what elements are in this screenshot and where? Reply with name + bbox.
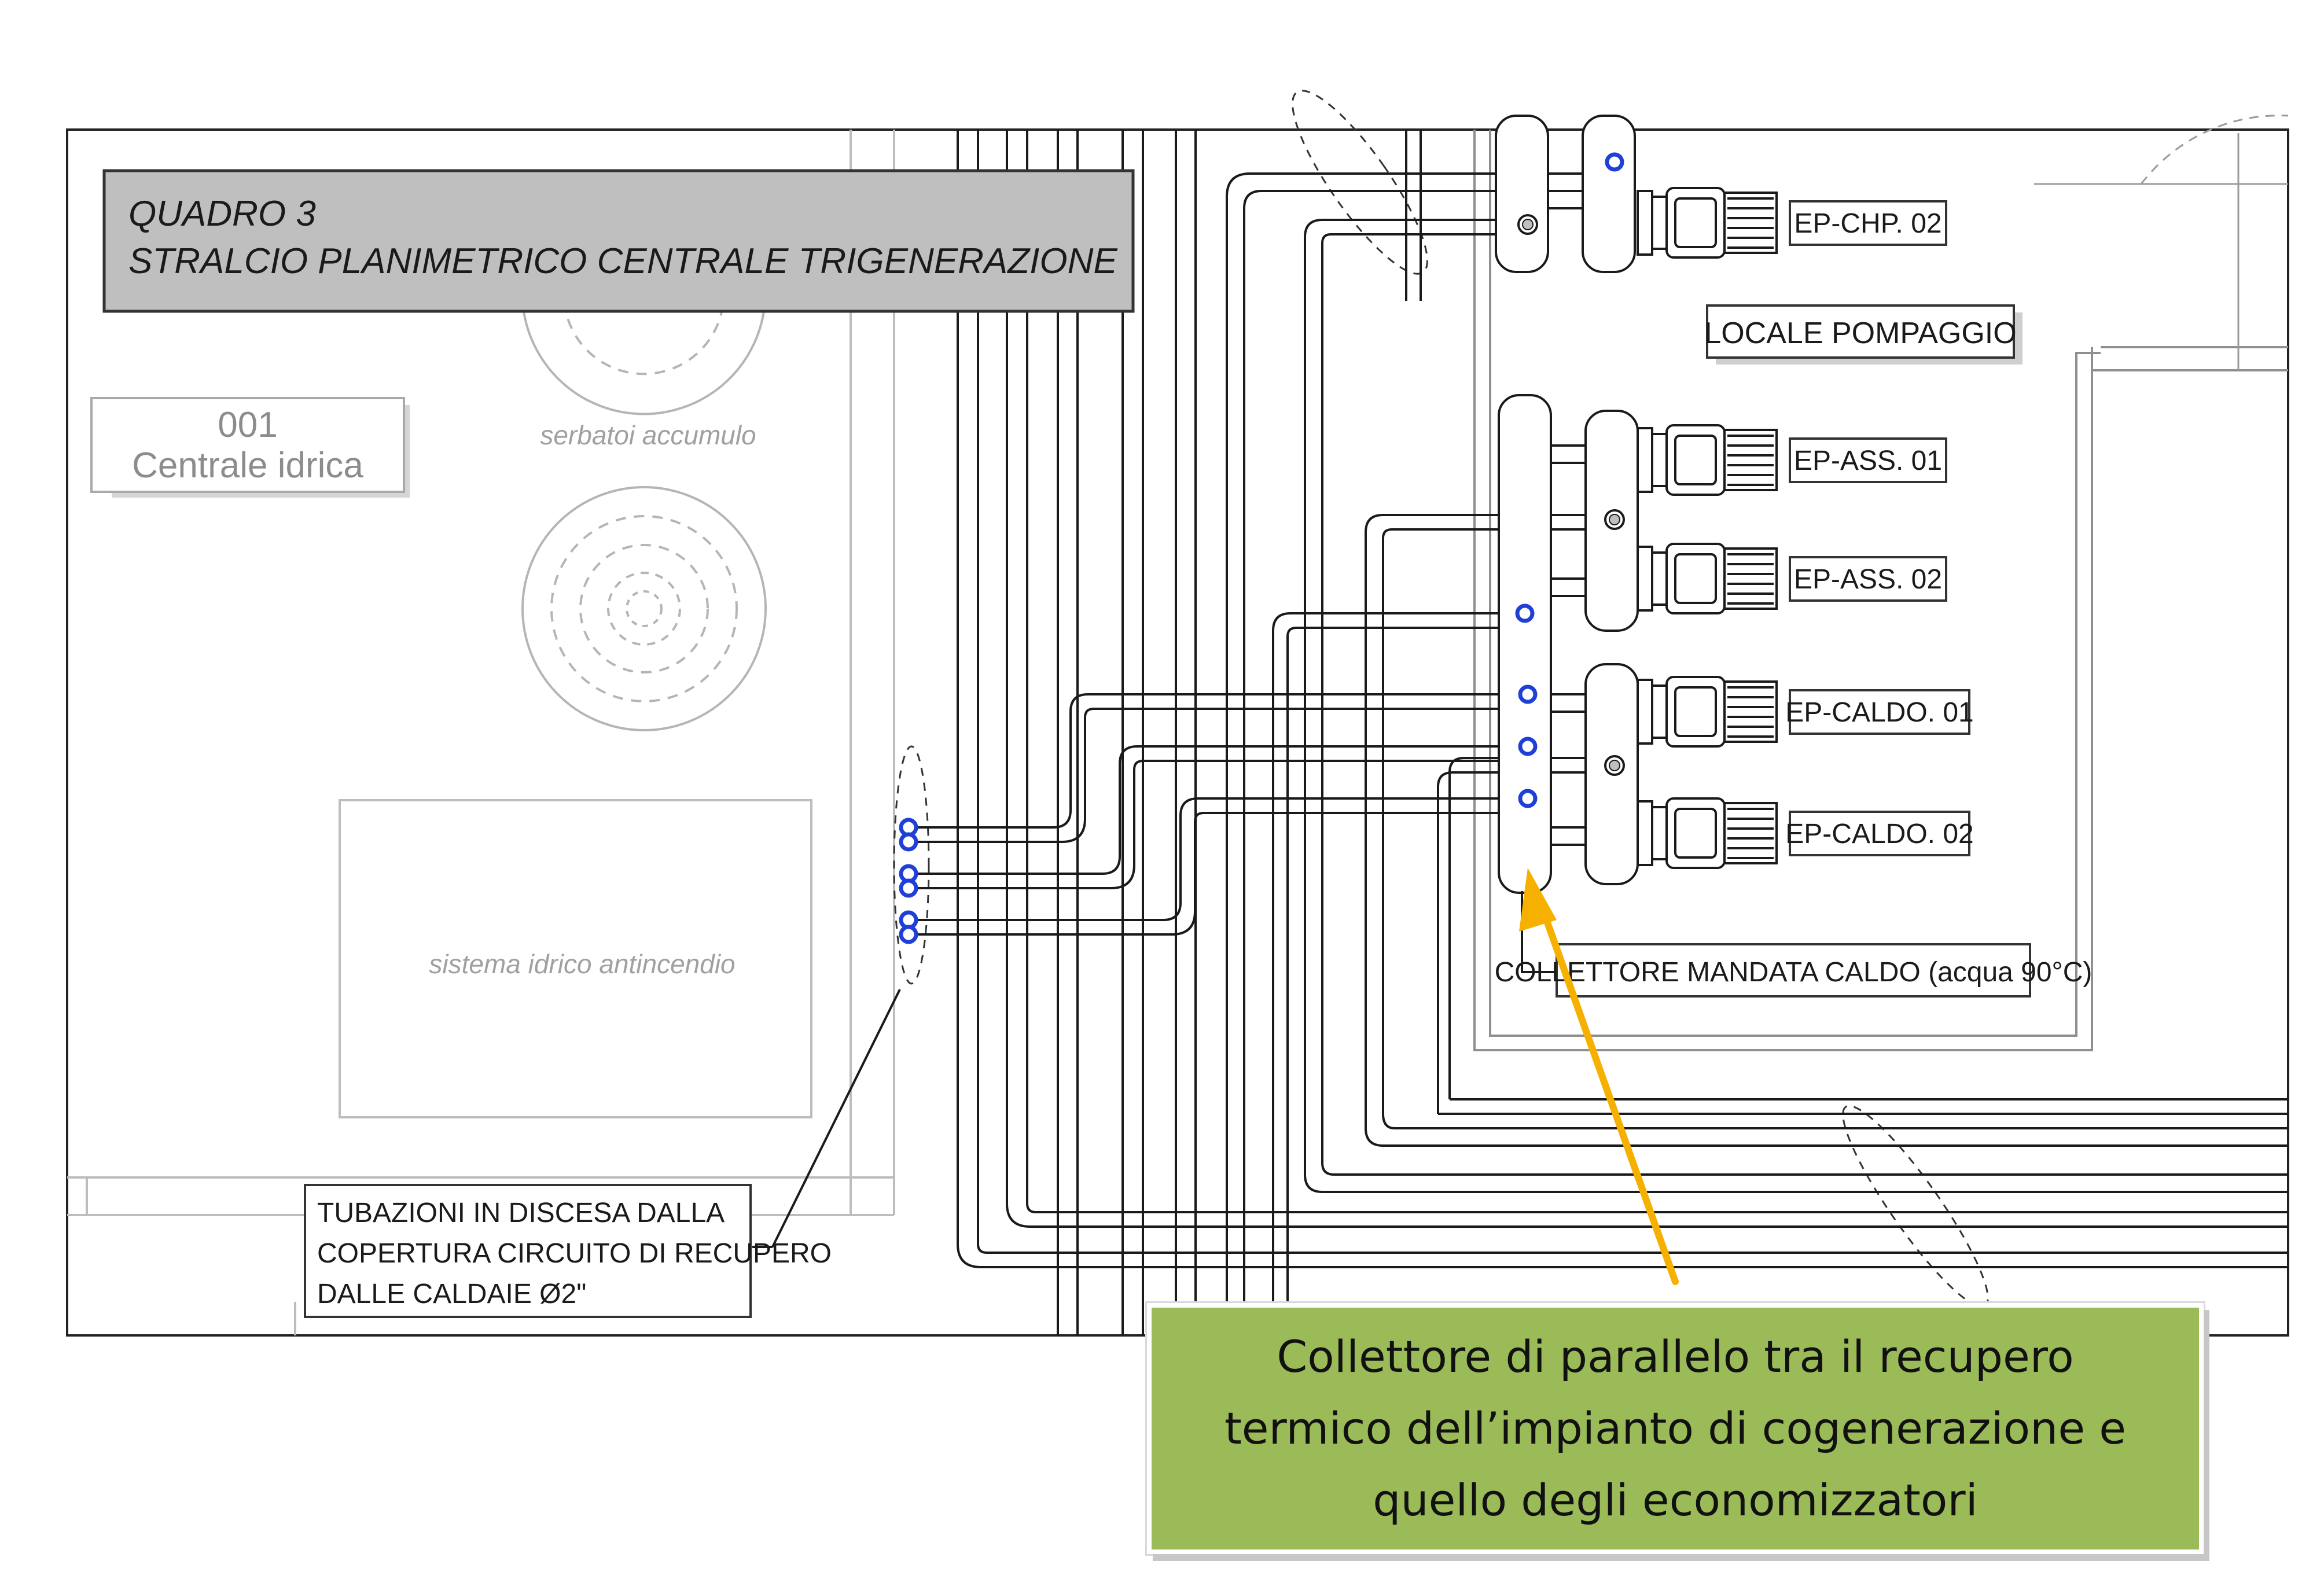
- pipe-drop-marker: [1605, 152, 1624, 172]
- callout-text: Collettore di parallelo tra il recupero …: [1224, 1331, 2127, 1526]
- room-number: 001: [218, 405, 277, 445]
- pump-tags: EP-CHP. 02 EP-ASS. 01 EP-ASS. 02 EP-CALDO. …: [1785, 200, 1974, 856]
- pipe-drop-marker: [1518, 684, 1538, 704]
- pipe-drop-marker: [1515, 603, 1535, 623]
- room-name: Centrale idrica: [132, 446, 363, 485]
- pump-symbol: [1637, 676, 1778, 748]
- leader-lines: [752, 891, 1557, 1248]
- title-line-1: QUADRO 3: [128, 194, 316, 234]
- pump-room-label-box: LOCALE POMPAGGIO: [1704, 304, 2023, 365]
- pump-tag: EP-CHP. 02: [1789, 200, 1947, 246]
- callout-box: Collettore di parallelo tra il recupero …: [1147, 1303, 2204, 1554]
- pump-tag: EP-CALDO. 02: [1785, 811, 1974, 856]
- pump-tag-label: EP-ASS. 01: [1794, 446, 1942, 476]
- pump-tag-label: EP-CHP. 02: [1794, 208, 1941, 239]
- collector-label: COLLETTORE MANDATA CALDO (acqua 90°C): [1495, 957, 2093, 988]
- manifolds: [1495, 115, 1639, 894]
- pipe-drop-marker: [899, 878, 918, 898]
- pump-tag-label: EP-CALDO. 01: [1785, 697, 1973, 728]
- pipe-drop-marker: [899, 832, 918, 852]
- title-line-2: STRALCIO PLANIMETRICO CENTRALE TRIGENERA…: [128, 241, 1117, 281]
- pipe-end-markers: [899, 152, 1625, 944]
- pipes-note-line-1: TUBAZIONI IN DISCESA DALLA: [317, 1198, 725, 1228]
- collector-label-box: COLLETTORE MANDATA CALDO (acqua 90°C): [1495, 943, 2093, 998]
- pipe-bundle: [957, 130, 2288, 1335]
- pipe-connection-marker: [1604, 755, 1625, 776]
- pump-symbols: [1637, 187, 1778, 869]
- title-box: QUADRO 3 STRALCIO PLANIMETRICO CENTRALE …: [102, 169, 1135, 313]
- pump-room-label: LOCALE POMPAGGIO: [1704, 316, 2016, 350]
- fire-system-label: sistema idrico antincendio: [429, 949, 735, 979]
- pump-room-walls: [1473, 130, 2288, 1051]
- pump-tag-label: EP-CALDO. 02: [1785, 819, 1973, 849]
- pipes-note-box: TUBAZIONI IN DISCESA DALLA COPERTURA CIR…: [304, 1184, 832, 1318]
- tanks-label: serbatoi accumulo: [540, 420, 756, 450]
- pump-tag: EP-ASS. 02: [1789, 556, 1947, 602]
- pipe-drop-marker: [899, 925, 918, 944]
- manifold-connectors: [1548, 190, 1586, 846]
- pump-symbol: [1637, 797, 1778, 869]
- pump-symbol: [1637, 543, 1778, 614]
- pump-tag-label: EP-ASS. 02: [1794, 564, 1942, 595]
- pipes-note-line-3: DALLE CALDAIE Ø2": [317, 1279, 586, 1309]
- callout-arrow: [1519, 868, 1679, 1285]
- pump-symbol: [1637, 424, 1778, 496]
- pipe-connection-marker: [1517, 214, 1538, 235]
- pump-symbol: [1637, 187, 1778, 259]
- door-swing: [2034, 115, 2289, 370]
- pump-tag: EP-CALDO. 01: [1785, 689, 1974, 735]
- pipe-connection-marker: [1604, 509, 1625, 530]
- pump-tag: EP-ASS. 01: [1789, 437, 1947, 483]
- pipes-note-line-2: COPERTURA CIRCUITO DI RECUPERO: [317, 1238, 832, 1269]
- room-label-box: 001 Centrale idrica: [90, 397, 410, 498]
- tank-bottom: [521, 486, 767, 731]
- pipe-drop-marker: [1518, 789, 1538, 808]
- pipe-drop-marker: [1518, 737, 1538, 756]
- tank-top: [521, 300, 766, 415]
- branch-pipes: [909, 693, 1615, 1114]
